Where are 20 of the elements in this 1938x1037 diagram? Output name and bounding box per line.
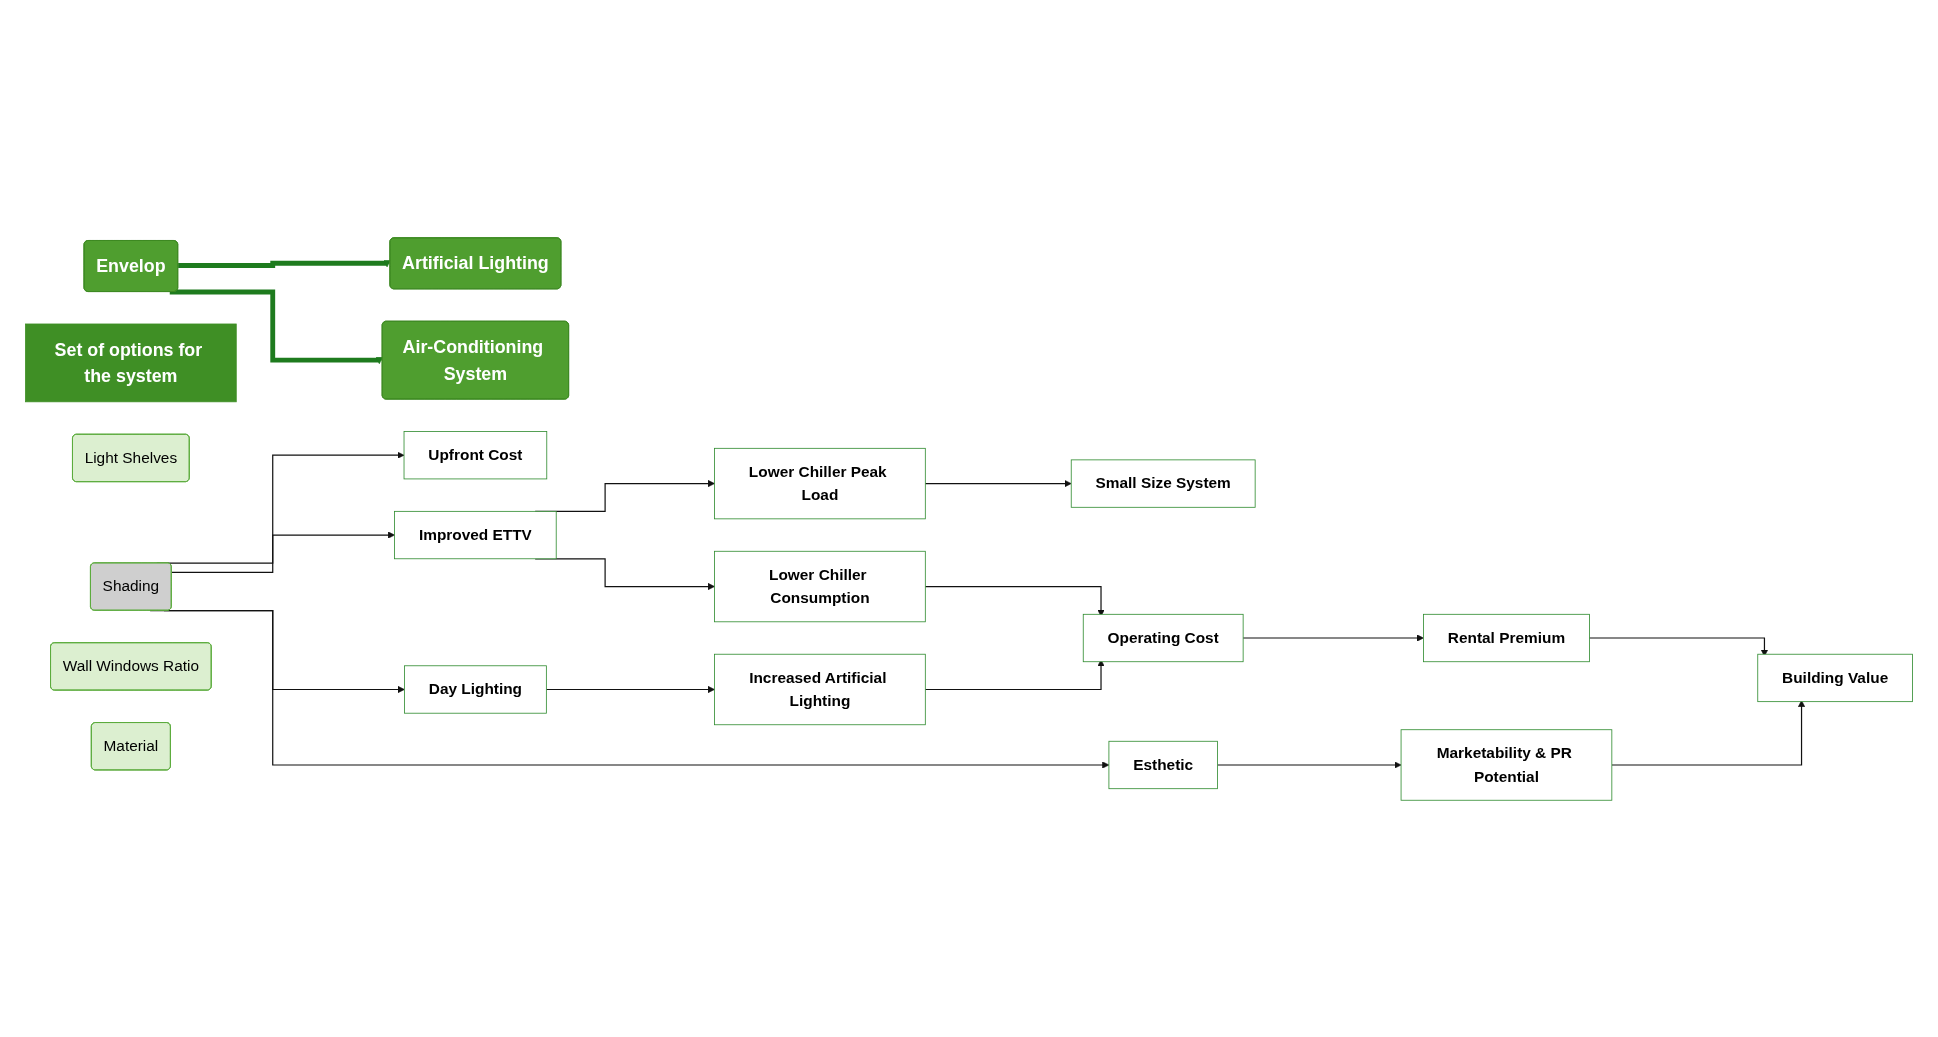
arrow [169,289,383,364]
arrow [178,259,391,268]
arrow [545,685,715,693]
arrow [924,479,1072,487]
node-box: Lower Chiller Peak Load [714,447,926,519]
node-box: Set of options for the system [25,323,237,402]
node-box: Building Value [1757,653,1913,702]
arrow [1242,633,1424,642]
node-box: Marketability & PR Potential [1400,728,1613,801]
arrow [1216,760,1402,769]
node-box: Operating Cost [1082,613,1244,662]
node-box: Small Size System [1070,458,1256,508]
node-box: Increased Artificial Lighting [714,653,926,725]
node-box: Rental Premium [1423,613,1590,662]
node-box: Upfront Cost [403,430,548,479]
arrow [171,531,395,573]
node-box: Day Lighting [404,664,547,714]
node-box: Lower Chiller Consumption [714,550,926,622]
node-box: Improved ETTV [394,510,557,559]
node-box: Esthetic [1108,740,1218,789]
